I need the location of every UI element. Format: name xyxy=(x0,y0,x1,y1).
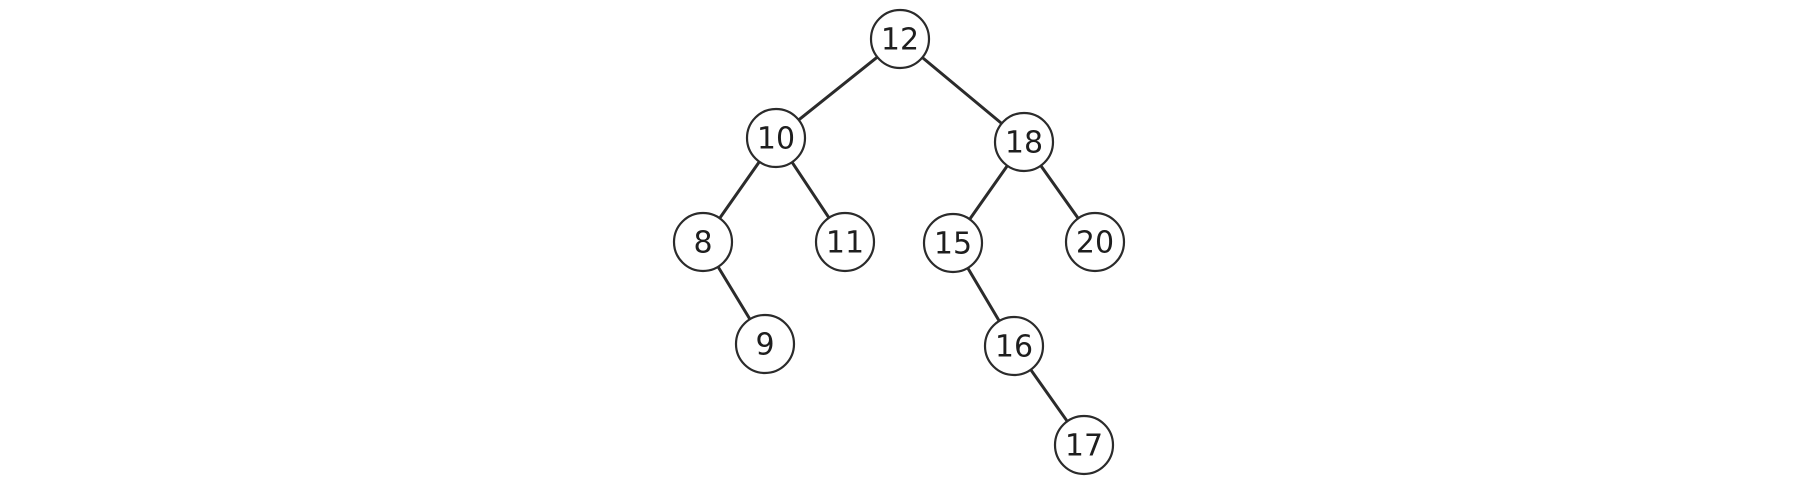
node-label: 16 xyxy=(995,330,1033,365)
node-circle xyxy=(814,211,876,273)
tree-edge xyxy=(716,265,752,321)
tree-node: 8 xyxy=(672,211,734,273)
tree-node: 12 xyxy=(869,8,931,70)
tree-edge xyxy=(790,160,831,220)
tree-node: 9 xyxy=(734,313,796,375)
node-label: 8 xyxy=(693,226,712,261)
node-circle xyxy=(993,111,1055,173)
tree-node: 15 xyxy=(922,212,984,274)
tree-node: 11 xyxy=(814,211,876,273)
node-circle xyxy=(1064,211,1126,273)
tree-edge xyxy=(718,160,761,220)
node-label: 18 xyxy=(1005,126,1043,161)
node-label: 11 xyxy=(826,226,864,261)
node-label: 9 xyxy=(755,328,774,363)
tree-edge xyxy=(968,164,1009,221)
tree-edge xyxy=(1029,368,1069,423)
node-label: 10 xyxy=(757,122,795,157)
tree-edge xyxy=(920,56,1004,125)
node-label: 12 xyxy=(881,23,919,58)
node-circle xyxy=(869,8,931,70)
tree-node: 16 xyxy=(983,315,1045,377)
tree-nodes: 12 10 18 8 11 15 20 9 16 17 xyxy=(672,8,1126,476)
tree-node: 17 xyxy=(1053,414,1115,476)
node-circle xyxy=(983,315,1045,377)
tree-edge xyxy=(966,266,1001,323)
node-circle xyxy=(922,212,984,274)
node-label: 15 xyxy=(934,227,972,262)
tree-edges xyxy=(716,55,1080,423)
tree-node: 18 xyxy=(993,111,1055,173)
tree-edge xyxy=(797,55,879,122)
tree-node: 20 xyxy=(1064,211,1126,273)
node-circle xyxy=(672,211,734,273)
node-circle xyxy=(1053,414,1115,476)
node-circle xyxy=(734,313,796,375)
node-label: 20 xyxy=(1076,226,1114,261)
tree-edge xyxy=(1039,164,1080,220)
node-label: 17 xyxy=(1065,429,1103,464)
tree-node: 10 xyxy=(745,107,807,169)
node-circle xyxy=(745,107,807,169)
